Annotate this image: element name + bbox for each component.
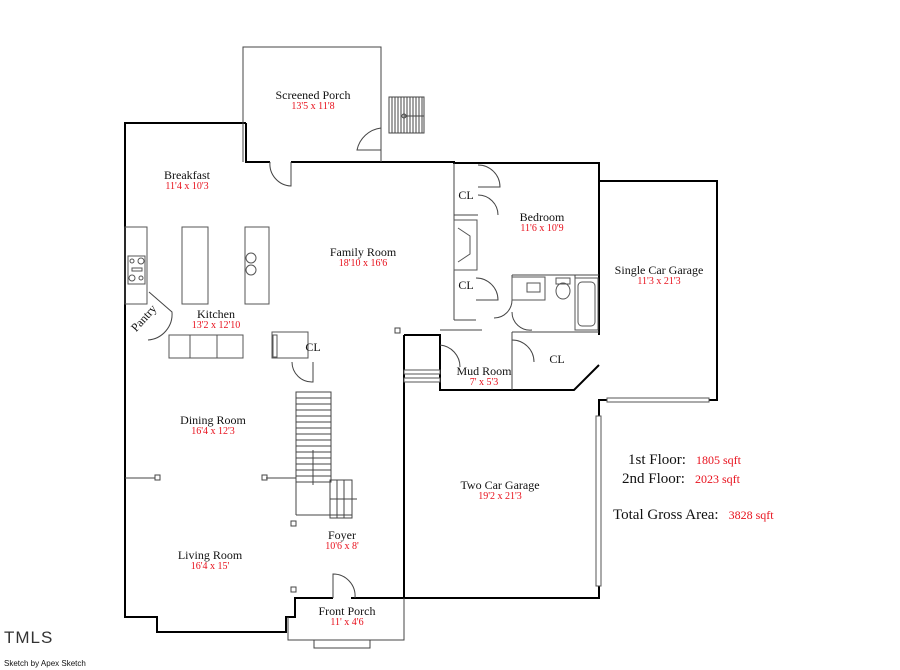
room-dimensions: 11'3 x 21'3	[637, 275, 681, 287]
area-value: 1805 sqft	[695, 453, 741, 467]
closet-label: CL	[458, 188, 474, 202]
room-name: Dining Room	[180, 413, 246, 427]
kitchen-fixtures	[124, 226, 309, 359]
closet-label: CL	[458, 278, 474, 292]
room-dimensions: 13'2 x 12'10	[191, 319, 241, 331]
room-dimensions: 16'4 x 12'3	[191, 425, 235, 437]
room-dimensions: 10'6 x 8'	[325, 540, 359, 552]
garage-doors	[403, 369, 710, 587]
second-floor-area: 2nd Floor: 2023 sqft	[622, 471, 740, 488]
area-value: 3828 sqft	[728, 508, 774, 522]
main-staircase	[125, 327, 401, 593]
fireplace-and-bath	[453, 219, 599, 331]
room-dimensions: 16'4 x 15'	[190, 560, 230, 572]
room-name: Living Room	[177, 548, 243, 562]
brand-logo: TMLS	[4, 628, 54, 647]
room-dimensions: 13'5 x 11'8	[291, 100, 335, 112]
room-name: Mud Room	[456, 364, 512, 378]
room-name: Bedroom	[519, 210, 565, 224]
room-name: Family Room	[329, 245, 397, 259]
room-name: Breakfast	[164, 168, 210, 182]
area-label: 2nd Floor:	[622, 471, 685, 487]
interior-walls	[242, 46, 599, 649]
closet-label: CL	[549, 352, 565, 366]
room-name: Two Car Garage	[460, 478, 540, 492]
room-dimensions: 11'6 x 10'9	[520, 222, 564, 234]
closet-label: CL	[305, 340, 321, 354]
area-label: 1st Floor:	[628, 452, 686, 468]
porch-stairs	[388, 96, 425, 134]
room-name: Screened Porch	[275, 88, 351, 102]
room-name: Kitchen	[196, 307, 235, 321]
room-dimensions: 19'2 x 21'3	[478, 490, 522, 502]
doors	[147, 127, 535, 599]
first-floor-area: 1st Floor: 1805 sqft	[628, 452, 741, 469]
room-dimensions: 11'4 x 10'3	[165, 180, 209, 192]
room-name: Foyer	[327, 528, 356, 542]
total-gross-area: Total Gross Area: 3828 sqft	[613, 507, 774, 524]
area-label: Total Gross Area:	[613, 507, 719, 523]
room-dimensions: 11' x 4'6	[330, 616, 364, 628]
room-name: Single Car Garage	[614, 263, 704, 277]
room-name: Front Porch	[318, 604, 376, 618]
sketch-credit: Sketch by Apex Sketch	[4, 659, 86, 668]
area-value: 2023 sqft	[694, 472, 740, 486]
room-dimensions: 18'10 x 16'6	[338, 257, 388, 269]
room-dimensions: 7' x 5'3	[469, 376, 499, 388]
